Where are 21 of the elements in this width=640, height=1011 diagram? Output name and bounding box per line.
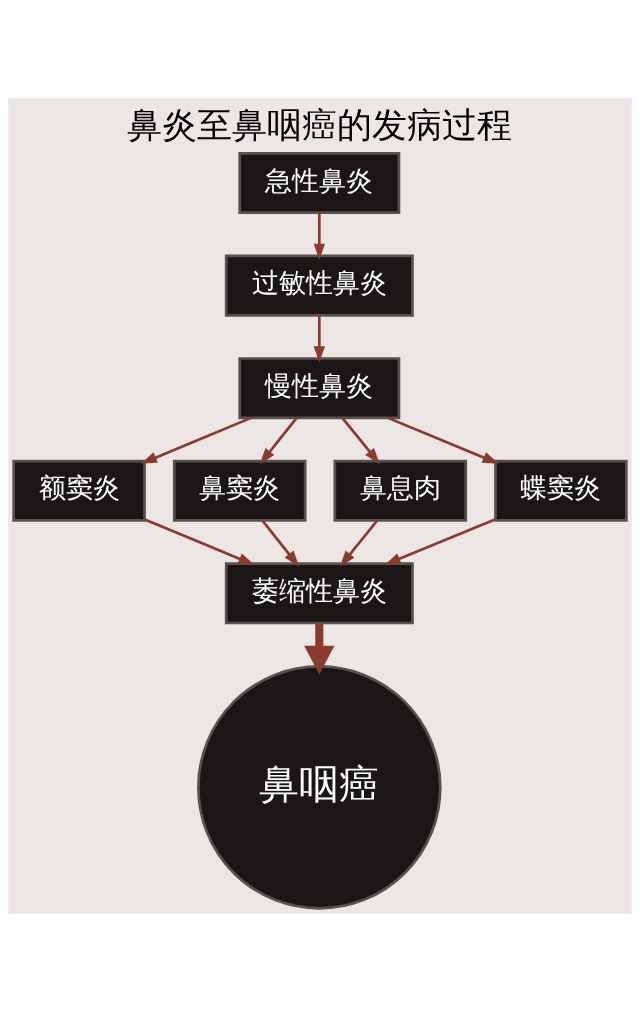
diagram-title: 鼻炎至鼻咽癌的发病过程	[127, 103, 513, 145]
arrow	[140, 416, 252, 464]
node-box: 额窦炎	[12, 459, 146, 522]
arrow	[387, 416, 499, 464]
node-box: 萎缩性鼻炎	[224, 561, 414, 624]
node-box: 蝶窦炎	[494, 459, 628, 522]
arrow	[341, 416, 380, 464]
arrow	[384, 517, 496, 565]
node-box: 过敏性鼻炎	[224, 254, 414, 317]
arrow	[304, 622, 335, 675]
node-circle: 鼻咽癌	[197, 664, 442, 910]
arrow	[313, 212, 325, 260]
node-box: 急性鼻炎	[238, 151, 401, 214]
arrow	[339, 519, 379, 567]
node-box: 鼻窦炎	[172, 459, 307, 522]
arrow	[259, 416, 298, 464]
node-box: 慢性鼻炎	[238, 356, 401, 419]
arrow	[261, 519, 300, 567]
arrow	[313, 314, 325, 362]
arrow	[144, 517, 255, 565]
node-box: 鼻息肉	[333, 459, 468, 522]
